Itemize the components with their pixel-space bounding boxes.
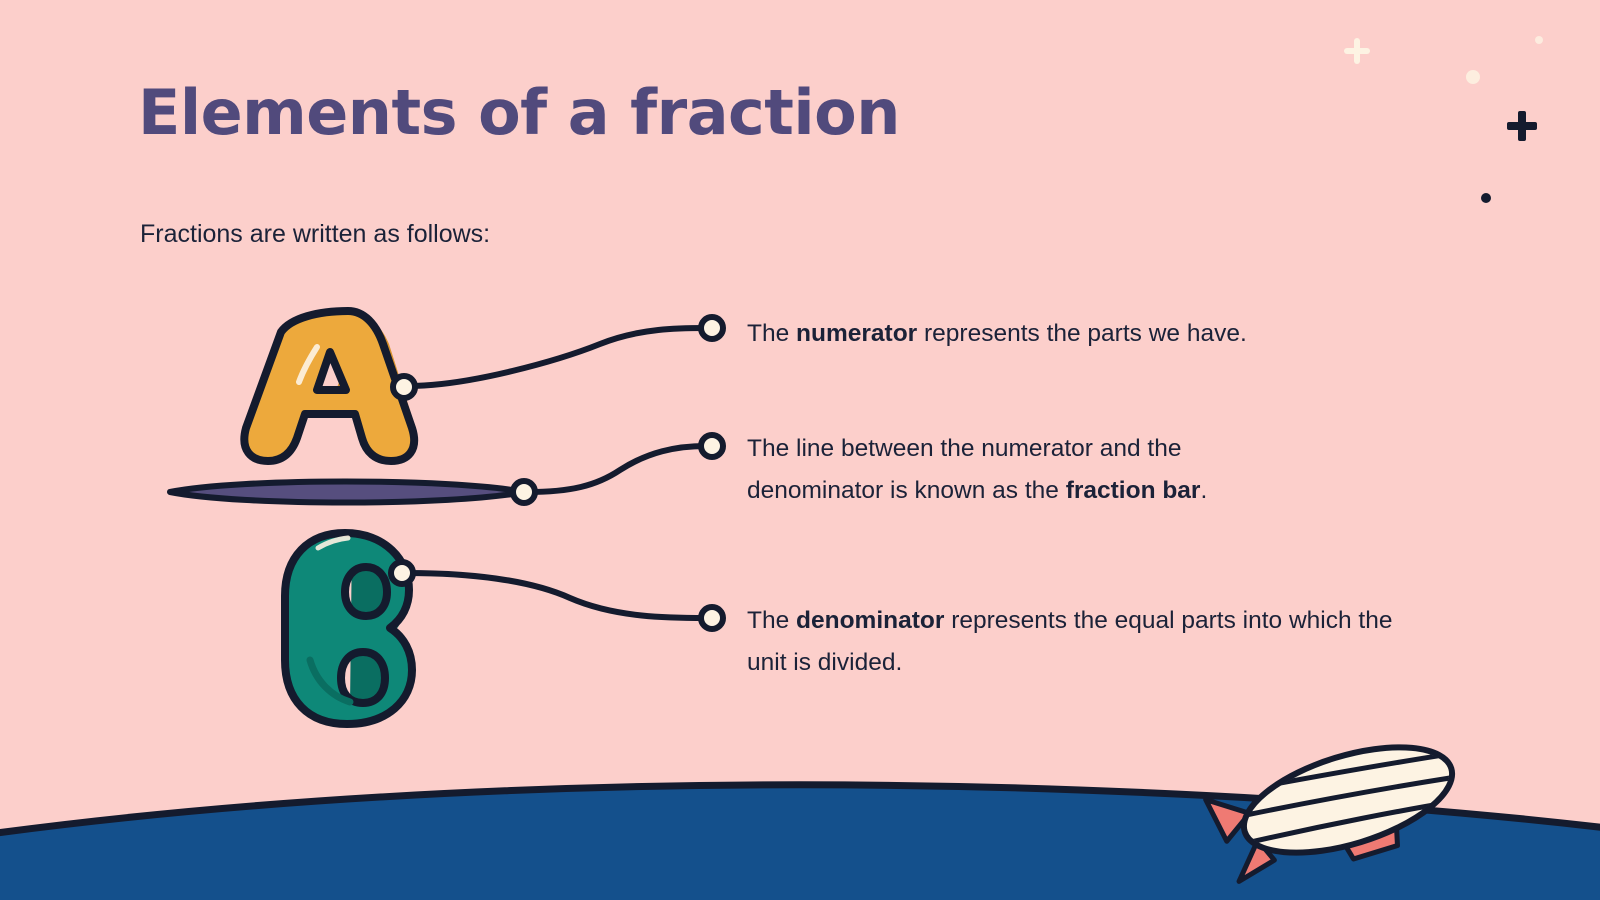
sparkle-plus-dark-icon — [1507, 111, 1537, 141]
sparkle-dot-light-large — [1466, 70, 1480, 84]
hill-shape — [0, 784, 1600, 900]
blimp-tail-fin-upper — [1203, 797, 1253, 844]
intro-text: Fractions are written as follows: — [140, 220, 491, 248]
description-denominator-suffix: represents the equal parts into which th… — [747, 607, 1393, 677]
description-numerator-suffix: represents the parts we have. — [917, 320, 1247, 347]
hill-top-outline — [0, 781, 1600, 837]
description-fraction-bar-prefix: The line between the numerator and the d… — [747, 435, 1182, 505]
description-numerator-keyword: numerator — [796, 320, 918, 347]
page-title: Elements of a fraction — [138, 76, 900, 149]
blimp-stripe — [1235, 792, 1461, 851]
description-denominator-prefix: The — [747, 607, 797, 634]
description-fraction-bar-keyword: fraction bar — [1065, 477, 1201, 505]
description-numerator: The numerator represents the parts we ha… — [747, 313, 1407, 355]
description-numerator-prefix: The — [747, 320, 797, 347]
description-fraction-bar-suffix: . — [1200, 477, 1208, 505]
description-denominator-keyword: denominator — [796, 607, 945, 634]
sparkle-dot-light-small — [1535, 36, 1543, 44]
sparkle-plus-light-icon — [1344, 38, 1370, 64]
blimp-envelope — [1240, 744, 1456, 856]
description-fraction-bar: The line between the numerator and the d… — [747, 428, 1292, 512]
description-denominator: The denominator represents the equal par… — [747, 600, 1407, 684]
sparkle-dot-dark — [1481, 193, 1491, 203]
